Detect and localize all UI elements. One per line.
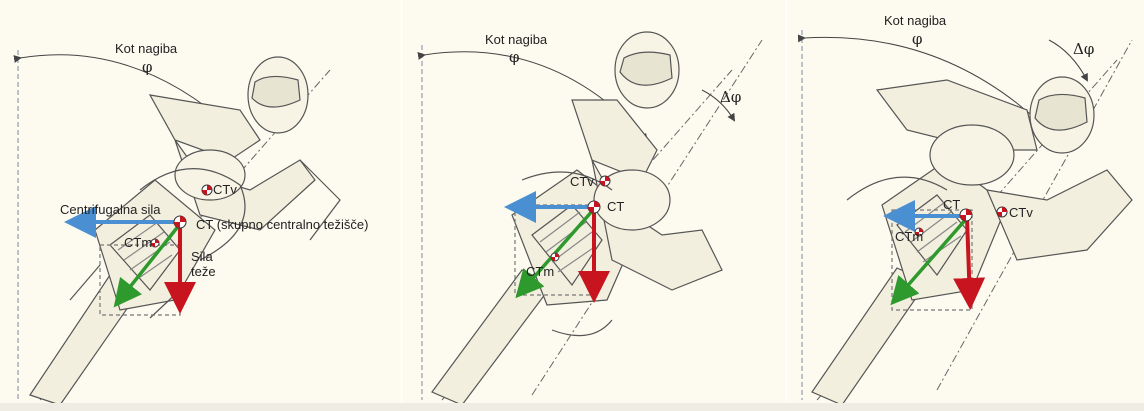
delta-phi-symbol: Δφ [1073, 40, 1094, 58]
lean-angle-label: Kot nagiba [884, 14, 946, 28]
rider-illustration-2 [402, 0, 787, 411]
ctm-label: CTm [895, 230, 923, 244]
diagram-panel-2: Kot nagiba φ Δφ CTv CT CTm [402, 0, 787, 411]
delta-phi-symbol: Δφ [720, 88, 741, 106]
phi-symbol: φ [509, 48, 520, 66]
ctm-label: CTm [124, 236, 152, 250]
cg-marker-ct [588, 201, 600, 213]
gravity-label-line2: teže [191, 265, 216, 279]
cg-marker-ct [960, 209, 972, 221]
ct-label: CT (skupno centralno težišče) [196, 218, 368, 232]
ct-label: CT [607, 200, 624, 214]
lean-angle-label: Kot nagiba [485, 33, 547, 47]
centrifugal-force-label: Centrifugalna sila [60, 203, 160, 217]
ctv-label: CTv [570, 175, 594, 189]
lean-angle-label: Kot nagiba [115, 42, 177, 56]
ctv-label: CTv [1009, 206, 1033, 220]
cg-marker-ctv [600, 176, 610, 186]
phi-symbol: φ [142, 58, 153, 76]
phi-symbol: φ [912, 30, 923, 48]
cg-marker-ctm [551, 253, 559, 261]
bottom-baseline [0, 403, 1144, 411]
cg-marker-ctv [202, 185, 212, 195]
rider-illustration-3 [787, 0, 1144, 411]
gravity-label-line1: Sila [191, 250, 213, 264]
diagram-panel-1: Kot nagiba φ CTv Centrifugalna sila CT (… [0, 0, 402, 411]
ctm-label: CTm [526, 265, 554, 279]
cg-marker-ctv [997, 207, 1007, 217]
diagram-panel-3: Kot nagiba φ Δφ CT CTv CTm [787, 0, 1144, 411]
ct-label: CT [943, 198, 960, 212]
cg-marker-ct [174, 216, 186, 228]
cg-marker-ctm [151, 239, 159, 247]
ctv-label: CTv [213, 183, 237, 197]
